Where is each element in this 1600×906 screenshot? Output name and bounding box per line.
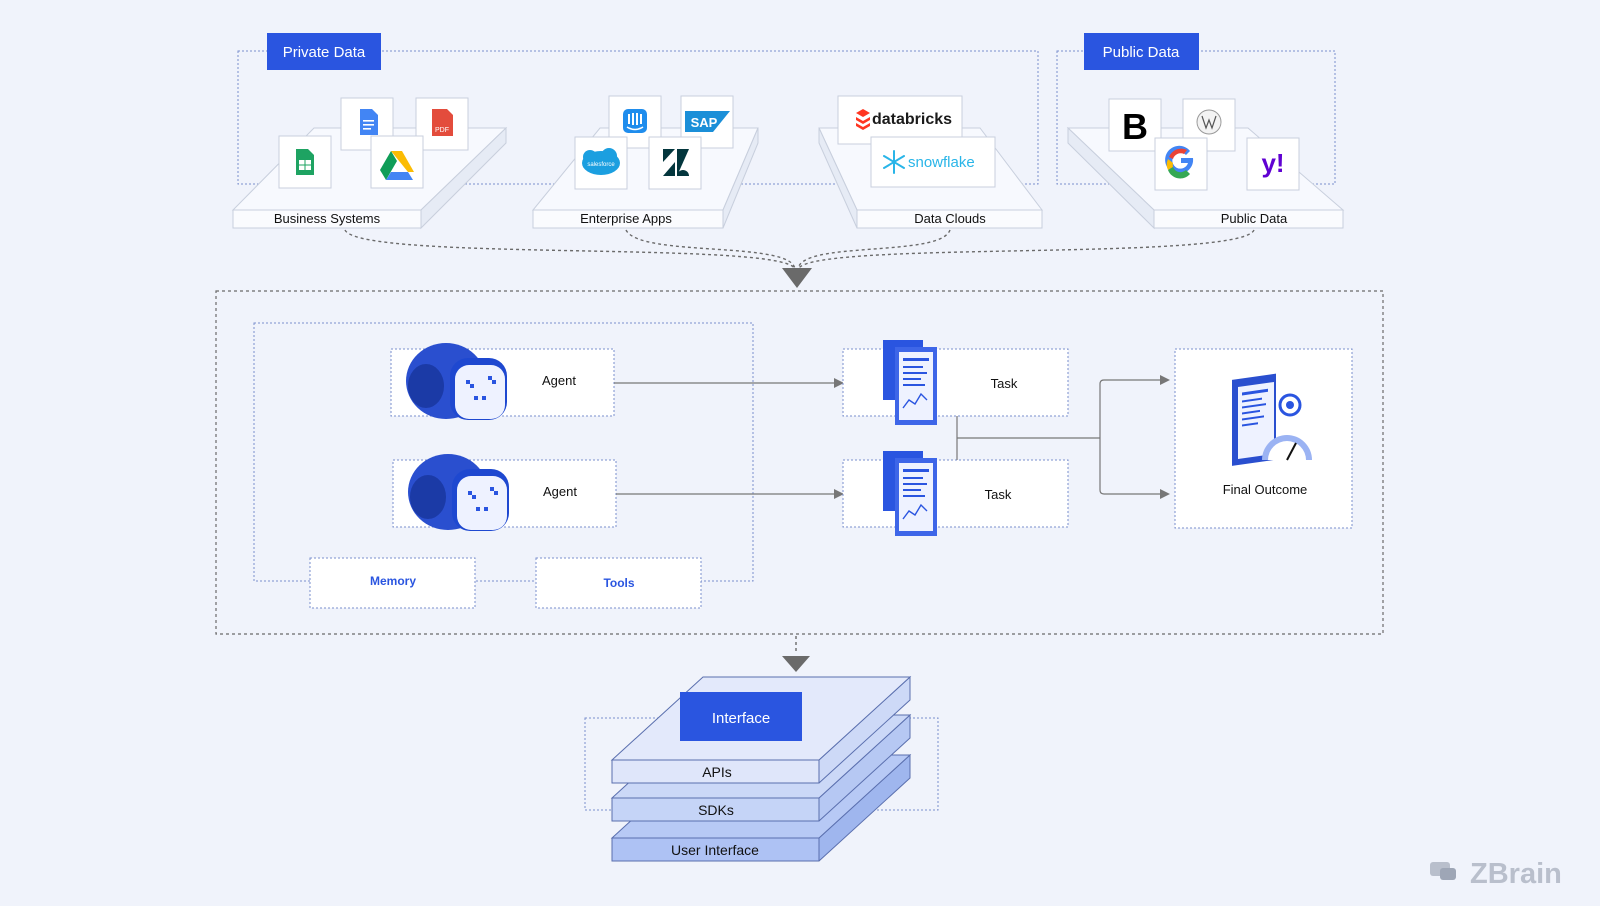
task-card-2: Task <box>842 451 1069 536</box>
databricks-label: databricks <box>872 111 952 128</box>
enterprise-apps-label: Enterprise Apps <box>580 211 672 226</box>
pdf-label: PDF <box>435 127 449 134</box>
google-icon <box>1154 137 1208 191</box>
agent-system-frame <box>215 290 1384 635</box>
converge-arrowhead <box>782 268 812 288</box>
interface-tag-label: Interface <box>712 710 770 727</box>
task-to-outcome-connectors <box>956 375 1170 499</box>
yahoo-icon: y! <box>1246 137 1300 191</box>
enterprise-apps-platform: Enterprise Apps SAP salesforce <box>531 95 759 229</box>
public-data-tag <box>1084 33 1199 70</box>
agent-robot-icon <box>406 343 507 420</box>
yahoo-label: y! <box>1261 148 1284 178</box>
business-systems-label: Business Systems <box>274 211 381 226</box>
task-document-icon <box>883 340 937 425</box>
public-data-group: Public Data <box>1056 33 1336 185</box>
tools-box: Tools <box>535 557 702 609</box>
task-document-icon <box>883 451 937 536</box>
salesforce-label: salesforce <box>587 162 615 168</box>
sap-label: SAP <box>691 115 718 130</box>
zbrain-logo: ZBrain <box>1430 858 1562 890</box>
layer-apis-label: APIs <box>702 764 732 780</box>
agent-2-label: Agent <box>543 484 577 499</box>
report-target-icon <box>1232 373 1312 466</box>
private-data-tag <box>267 33 381 70</box>
interface-arrowhead <box>782 656 810 672</box>
final-outcome-card: Final Outcome <box>1174 348 1353 529</box>
agent-robot-icon <box>408 454 509 531</box>
memory-box: Memory <box>309 557 476 609</box>
snowflake-icon: snowflake <box>870 136 996 188</box>
bloomberg-icon: B <box>1108 98 1162 152</box>
data-clouds-label: Data Clouds <box>914 211 986 226</box>
memory-label: Memory <box>370 574 416 588</box>
google-drive-icon <box>370 135 424 189</box>
google-docs-icon <box>340 97 394 151</box>
task-2-label: Task <box>985 487 1012 502</box>
private-data-group: Private Data <box>237 33 1039 185</box>
private-data-tag-label: Private Data <box>283 44 366 61</box>
task-1-label: Task <box>991 376 1018 391</box>
interface-tag <box>680 692 802 741</box>
agent-1-label: Agent <box>542 373 576 388</box>
business-systems-platform: Business Systems PDF <box>231 97 508 230</box>
tools-label: Tools <box>603 576 634 590</box>
layer-user-interface-label: User Interface <box>671 842 759 858</box>
layer-sdks-label: SDKs <box>698 802 734 818</box>
pdf-icon: PDF <box>415 97 469 151</box>
zendesk-icon <box>648 136 702 190</box>
source-connectors <box>344 229 1255 271</box>
public-data-platform: Public Data B y! <box>1066 98 1345 230</box>
data-clouds-platform: Data Clouds databricks snowflake <box>818 95 1044 229</box>
wikipedia-icon <box>1182 98 1236 152</box>
agent-card-1: Agent <box>390 343 615 420</box>
public-data-tag-label: Public Data <box>1103 44 1180 61</box>
salesforce-icon: salesforce <box>574 136 628 190</box>
agent-card-2: Agent <box>392 454 617 531</box>
public-data-label: Public Data <box>1221 211 1288 226</box>
interface-stack: User Interface SDKs APIs Interface <box>584 675 939 862</box>
brand-name: ZBrain <box>1470 858 1562 890</box>
bloomberg-label: B <box>1122 106 1148 147</box>
agents-frame <box>253 322 754 582</box>
snowflake-label: snowflake <box>908 154 975 171</box>
google-sheets-icon <box>278 135 332 189</box>
final-outcome-label: Final Outcome <box>1223 482 1308 497</box>
task-card-1: Task <box>842 340 1069 425</box>
